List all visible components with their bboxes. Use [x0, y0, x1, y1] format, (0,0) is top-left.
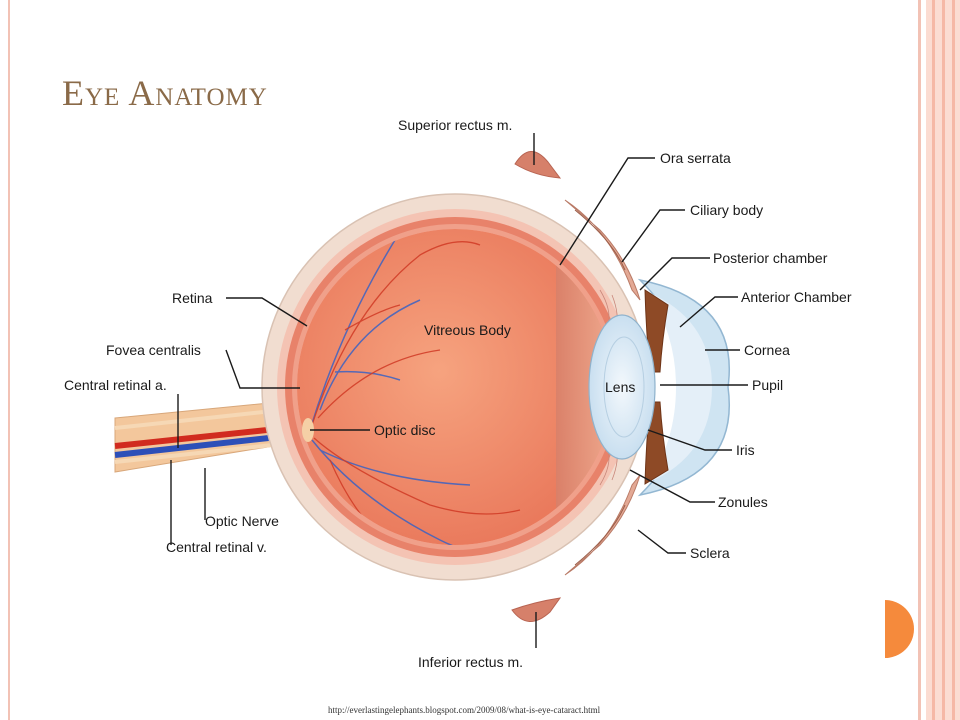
lens-nucleus: [603, 336, 645, 438]
label-inferior-rectus: Inferior rectus m.: [418, 654, 523, 670]
band-stripe: [942, 0, 945, 720]
slide-frame-right-border: [918, 0, 921, 720]
anterior-chamber-shape: [648, 292, 712, 483]
retinal-arteries: [311, 241, 521, 545]
band-stripe: [952, 0, 955, 720]
label-lens: Lens: [605, 379, 635, 395]
slide-decorative-band: [926, 0, 960, 720]
label-iris: Iris: [736, 442, 755, 458]
ciliary-body-shape: [564, 199, 641, 576]
label-sclera: Sclera: [690, 545, 730, 561]
label-posterior-chamber: Posterior chamber: [713, 250, 828, 266]
band-stripe: [932, 0, 935, 720]
label-central-retinal-vein: Central retinal v.: [166, 539, 267, 555]
label-ciliary-body: Ciliary body: [690, 202, 763, 218]
label-optic-disc: Optic disc: [374, 422, 435, 438]
label-leader-lines: [170, 133, 748, 648]
label-superior-rectus: Superior rectus m.: [398, 117, 512, 133]
label-anterior-chamber: Anterior Chamber: [741, 289, 852, 305]
label-retina: Retina: [172, 290, 213, 306]
superior-rectus-muscle: [514, 151, 562, 179]
label-cornea: Cornea: [744, 342, 790, 358]
label-central-retinal-artery: Central retinal a.: [64, 377, 167, 393]
label-optic-nerve: Optic Nerve: [205, 513, 279, 529]
lens-shape: [588, 314, 656, 460]
label-vitreous-body: Vitreous Body: [424, 322, 511, 338]
label-zonules: Zonules: [718, 494, 768, 510]
optic-disc-shape: [302, 418, 314, 442]
inferior-rectus-muscle: [511, 597, 562, 622]
label-fovea-centralis: Fovea centralis: [106, 342, 201, 358]
label-ora-serrata: Ora serrata: [660, 150, 731, 166]
label-pupil: Pupil: [752, 377, 783, 393]
slide-title: Eye Anatomy: [62, 73, 268, 113]
slide-frame-left-border: [8, 0, 10, 720]
source-url: http://everlastingelephants.blogspot.com…: [328, 705, 601, 715]
